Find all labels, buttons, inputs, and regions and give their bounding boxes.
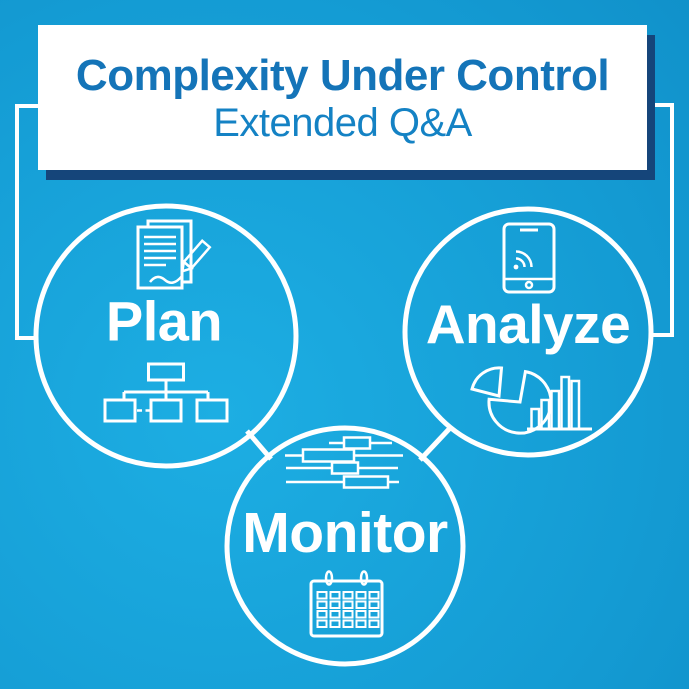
left-bracket-line [15, 104, 40, 340]
gantt-chart-icon [285, 436, 403, 489]
title-banner: Complexity Under Control Extended Q&A [38, 25, 647, 170]
analyze-circle [402, 206, 654, 458]
monitor-label: Monitor [242, 501, 448, 565]
org-chart-icon [103, 362, 229, 423]
plan-label: Plan [105, 289, 223, 353]
main-title: Complexity Under Control [75, 50, 610, 100]
right-bracket-line [648, 103, 674, 337]
analyze-monitor-connector [418, 425, 453, 462]
bar-chart-icon [527, 375, 592, 431]
monitor-circle [224, 425, 466, 667]
phone-signal-icon [502, 222, 556, 294]
analyze-label: Analyze [425, 293, 631, 355]
calendar-icon [309, 570, 384, 638]
subtitle: Extended Q&A [213, 101, 472, 146]
plan-circle [33, 203, 299, 469]
signal-dot [513, 264, 519, 270]
document-pencil-icon [136, 219, 212, 290]
